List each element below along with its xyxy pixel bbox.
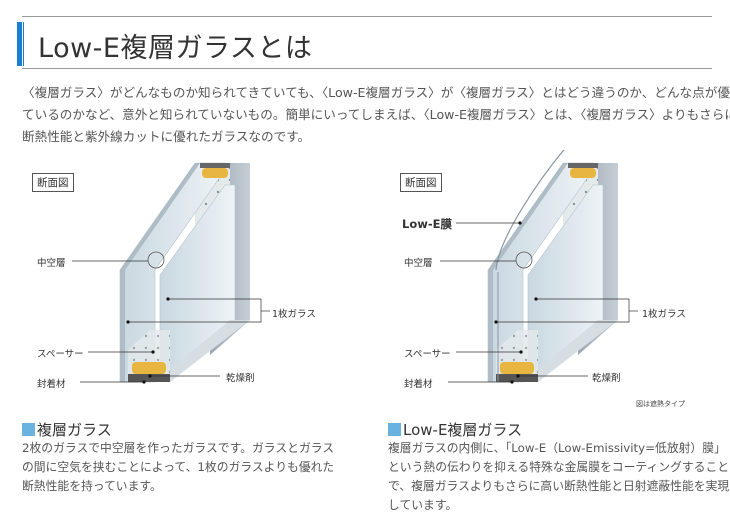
lowe-film-label: Low-E膜 <box>402 217 452 231</box>
heading-square-icon <box>22 423 35 436</box>
body-line: しています。 <box>388 498 458 512</box>
title-accent-line <box>23 22 24 66</box>
intro-line: 〈複層ガラス〉がどんなものか知られてきていても、〈Low-E複層ガラス〉が〈複層… <box>22 85 730 100</box>
heading-text: 複層ガラス <box>37 421 112 439</box>
spacer-label: スペーサー <box>37 349 84 360</box>
sealant-label: 封着材 <box>37 379 66 390</box>
single-glass-label: 1枚ガラス <box>642 309 686 320</box>
desiccant-label: 乾燥剤 <box>592 373 621 384</box>
single-glass-label: 1枚ガラス <box>272 309 316 320</box>
heading-square-icon <box>388 423 401 436</box>
section-label: 断面図 <box>400 173 442 192</box>
double-glass-description: 2枚のガラスで中空層を作ったガラスです。ガラスとガラス の間に空気を挟むことによ… <box>22 439 334 496</box>
hollow-layer-label: 中空層 <box>404 258 433 269</box>
intro-line: 断熱性能と紫外線カットに優れたガラスなのです。 <box>22 129 311 144</box>
sealant-label: 封着材 <box>404 379 433 390</box>
spacer-label: スペーサー <box>404 349 451 360</box>
title-accent-bar <box>17 22 22 66</box>
hollow-layer-label: 中空層 <box>37 258 66 269</box>
double-glass-heading: 複層ガラス <box>22 419 112 440</box>
top-rule <box>22 16 712 17</box>
page-title: Low-E複層ガラスとは <box>38 33 313 64</box>
body-line: という熱の伝わりを抑える特殊な金属膜をコーティングすること <box>388 460 730 474</box>
double-glass-diagram <box>72 162 270 384</box>
desiccant-label: 乾燥剤 <box>226 373 255 384</box>
lowe-glass-diagram <box>440 150 638 384</box>
body-line: 複層ガラスの内側に、「Low-E（Low-Emissivity=低放射）膜」 <box>388 441 726 455</box>
heading-text: Low-E複層ガラス <box>403 421 523 439</box>
body-line: 断熱性能を持っています。 <box>22 479 162 493</box>
section-label: 断面図 <box>32 173 74 192</box>
body-line: で、複層ガラスよりもさらに高い断熱性能と日射遮蔽性能を実現 <box>388 479 730 493</box>
body-line: の間に空気を挟むことによって、1枚のガラスよりも優れた <box>22 460 335 474</box>
intro-line: ているのかなど、意外と知られていないもの。簡単にいってしまえば、〈Low-E複層… <box>22 107 730 122</box>
intro-paragraph: 〈複層ガラス〉がどんなものか知られてきていても、〈Low-E複層ガラス〉が〈複層… <box>22 82 730 148</box>
diagram-note: 図は遮熱タイプ <box>636 400 685 408</box>
body-line: 2枚のガラスで中空層を作ったガラスです。ガラスとガラス <box>22 441 335 455</box>
lowe-glass-heading: Low-E複層ガラス <box>388 419 522 440</box>
lowe-glass-description: 複層ガラスの内側に、「Low-E（Low-Emissivity=低放射）膜」 と… <box>388 439 729 515</box>
title-rule <box>22 68 712 69</box>
